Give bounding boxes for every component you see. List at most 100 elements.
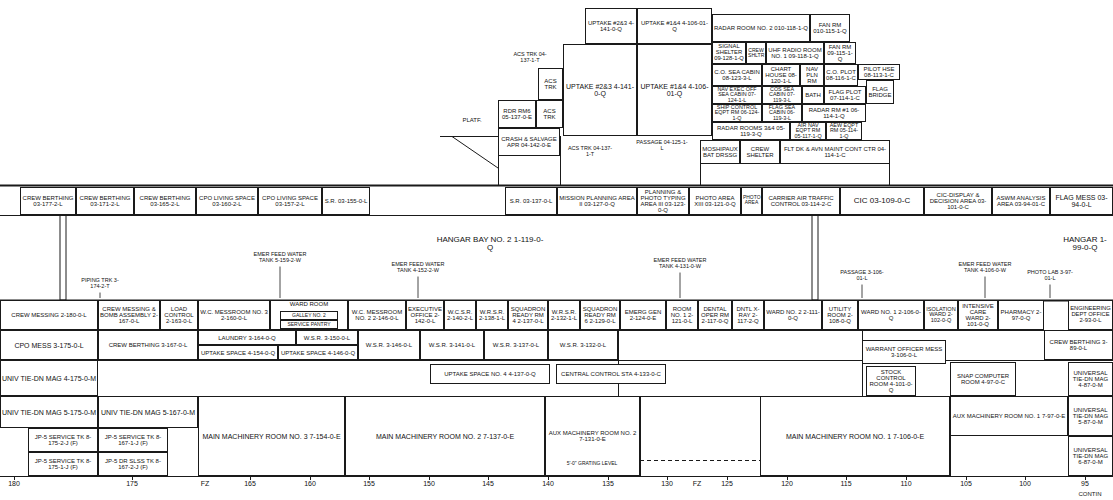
compartment-box: CREW SHELTER (740, 140, 780, 164)
compartment-box: ACS TRK (536, 100, 563, 128)
compartment-label: SHIP CONTROL EQPT RM 06-124-1-Q (714, 105, 760, 121)
compartment-box: FLAG PLOT 07-114-1-C (824, 86, 866, 104)
compartment-label: UPTAKE #2&3 4-141-0-Q (565, 83, 635, 97)
compartment-label: AUX MACHINERY ROOM NO. 2 7-131-0-E (547, 430, 638, 442)
compartment-box: MOSHIPAUX BAT DRSSG (700, 140, 740, 164)
compartment-label: EMERG GEN 2-124-0-E (622, 309, 664, 321)
compartment-label: STOCK CONTROL ROOM 4-101-0-Q (868, 369, 914, 393)
compartment-box: AUX MACHINERY ROOM NO. 1 7-97-0-E (950, 396, 1068, 436)
compartment-label: CREW BERTHING 3-167-0-L (100, 342, 196, 348)
compartment-box: CREW BERTHING 03-171-2-L (76, 187, 134, 215)
compartment-label: SERVICE PANTRY (282, 322, 336, 327)
compartment-box: UPTAKE #2&3 4-141-0-Q (585, 8, 637, 44)
compartment-label: CARRIER AIR TRAFFIC CONTROL 03-114-2-C (764, 195, 838, 207)
frame-number: 145 (476, 480, 500, 487)
compartment-box: ROOM NO. 1 2-121-0-L (666, 300, 698, 330)
compartment-label: COS SEA CABIN 07-119-3-L (764, 87, 800, 103)
compartment-label: W.S.R. 3-141-0-L (422, 342, 482, 348)
compartment-box: UPTAKE SPACE 4-146-0-Q (278, 345, 358, 360)
compartment-label: ASWM ANALYSIS AREA 03-94-01-C (994, 195, 1048, 207)
compartment-box: UPTAKE #1&4 4-106-01-Q (637, 8, 712, 44)
compartment-label: UNIV TIE-DN MAG 4-175-0-M (2, 375, 96, 382)
compartment-box: W.R.S.R. 2-132-1-L (548, 300, 580, 330)
compartment-label: RADAR ROOM NO. 2 010-118-1-Q (714, 25, 808, 31)
compartment-label: UPTAKE SPACE 4-154-0-Q (200, 350, 276, 356)
compartment-box: PLANNING & PHOTO TYPING AREA III 03-123-… (637, 187, 689, 215)
compartment-box: W.R.S.R. 2-138-1-L (476, 300, 508, 330)
compartment-box: GALLEY NO. 2 (280, 311, 338, 320)
compartment-label: SIGNAL SHELTER 09-128-1-Q (714, 44, 744, 61)
compartment-label: CPO LIVING SPACE 03-157-2-L (260, 195, 320, 207)
compartment-box: ASWM ANALYSIS AREA 03-94-01-C (992, 187, 1050, 215)
compartment-box: EMERG GEN 2-124-0-E (620, 300, 666, 330)
frame-number: 95 (1073, 480, 1097, 487)
frame-number: FZ (193, 480, 217, 487)
leader-line (1050, 285, 1051, 298)
compartment-box: PHARMACY 2-97-0-Q (998, 300, 1044, 330)
compartment-label: S.R. 03-137-0-L (507, 198, 555, 204)
compartment-box: CPO MESS 3-175-0-L (0, 330, 98, 360)
compartment-label: CENTRAL CONTROL STA 4-133-0-C (558, 371, 664, 377)
compartment-box: CHART HOUSE 08-120-1-L (762, 64, 800, 86)
compartment-label: EXECUTIVE OFFICE 2-142-0-L (408, 306, 442, 324)
compartment-label: W.S.R. 3-150-0-L (298, 335, 356, 341)
compartment-box: NAV PLN RM (800, 64, 824, 86)
compartment-box: UPTAKE #2&3 4-141-0-Q (563, 44, 637, 136)
compartment-box: DNTL X-RAY 2-117-2-Q (732, 300, 764, 330)
compartment-box: WARD ROOMGALLEY NO. 2SERVICE PANTRY (270, 300, 348, 330)
compartment-box: LOAD CONTROL 2-163-0-L (160, 300, 198, 330)
compartment-box: WARD NO. 2 2-111-0-Q (764, 300, 822, 330)
compartment-box: JP-5 DR SLSS TK 8-167-2-J (F) (98, 452, 168, 476)
compartment-label: SQUADRON READY RM 4 2-137-0-L (510, 306, 546, 324)
compartment-box: CENTRAL CONTROL STA 4-133-0-C (556, 364, 666, 384)
frame-number: 180 (2, 480, 26, 487)
callout-label: PASSAGE 3-106-01-L (836, 270, 888, 282)
compartment-box: W.C.S.R. 2-140-2-L (444, 300, 476, 330)
hangar-pillar (812, 215, 818, 300)
compartment-box: MAIN MACHINERY ROOM NO. 3 7-154-0-E (198, 396, 345, 476)
compartment-label: INTENSIVE CARE WARD 2-101-0-Q (960, 303, 996, 327)
compartment-box: RDR RM6 05-137-0-E (498, 100, 536, 128)
compartment-label: CREW SHLTR (748, 48, 764, 58)
compartment-box: CREW SHLTR (746, 42, 766, 64)
compartment-box: CREW MESSING 2-180-0-L (0, 300, 98, 330)
compartment-label: ROOM NO. 1 2-121-0-L (668, 306, 696, 324)
compartment-label: UHF RADIO ROOM NO. 1 09-118-1-Q (768, 47, 822, 59)
frame-number: 155 (357, 480, 381, 487)
frame-number: 110 (894, 480, 918, 487)
compartment-box: S.R. 03-137-0-L (505, 187, 557, 215)
compartment-label: W.C. MESSROOM NO. 2 2-146-0-L (350, 309, 404, 321)
compartment-label: PHOTO AREA (743, 196, 760, 206)
compartment-label: W.C. MESSROOM NO. 3 2-160-0-L (200, 309, 268, 321)
compartment-label: PLANNING & PHOTO TYPING AREA III 03-123-… (639, 189, 687, 213)
compartment-label: UNIV TIE-DN MAG 5-175-0-M (2, 409, 96, 416)
compartment-label: WARD NO. 1 2-106-0-Q (860, 309, 922, 321)
leader-line (100, 293, 101, 298)
compartment-box: PHOTO AREA (741, 187, 762, 215)
callout-label: EMER FEED WATER TANK 5-159-2-W (252, 252, 308, 264)
compartment-label: UPTAKE #1&4 4-106-01-Q (639, 20, 710, 32)
compartment-box: JP-5 SERVICE TK 8-175-2-J (F) (28, 428, 98, 452)
compartment-label: W.R.S.R. 2-138-1-L (478, 309, 506, 321)
compartment-box: UPTAKE SPACE NO. 4 4-137-0-Q (430, 364, 550, 384)
compartment-box: PILOT HSE 08-113-1-C (858, 64, 900, 80)
leader-line (862, 285, 863, 298)
compartment-label: UNIVERSAL TIE-DN MAG 6-87-0-M (1070, 447, 1111, 465)
compartment-label: W.S.R. 3-132-0-L (550, 342, 616, 348)
compartment-box: RADAR ROOM NO. 2 010-118-1-Q (712, 14, 810, 42)
compartment-box: UPTAKE #1&4 4-106-01-Q (637, 44, 712, 136)
compartment-box: W.S.R. 3-150-0-L (296, 330, 358, 345)
compartment-label: ACS TRK (540, 78, 561, 90)
compartment-box: CPO LIVING SPACE 03-157-2-L (258, 187, 322, 215)
compartment-label: SNAP COMPUTER ROOM 4-97-0-C (952, 373, 1014, 385)
compartment-box: S.R. 03-155-0-L (322, 187, 370, 215)
compartment-label: CPO MESS 3-175-0-L (2, 342, 96, 349)
compartment-box: JP-5 SERVICE TK 8-167-1-J (F) (98, 428, 168, 452)
frame-number: 130 (655, 480, 679, 487)
compartment-box: RADAR RM #1 06-114-1-Q (802, 104, 866, 122)
compartment-box: MAIN MACHINERY ROOM NO. 1 7-106-0-E (760, 396, 950, 476)
compartment-box: UNIVERSAL TIE-DN MAG 5-87-0-M (1068, 396, 1113, 436)
compartment-box: JP-5 SERVICE TK 8-175-1-J (F) (28, 452, 98, 476)
frame-number: 120 (775, 480, 799, 487)
compartment-box: CIC 03-109-0-C (840, 187, 924, 215)
